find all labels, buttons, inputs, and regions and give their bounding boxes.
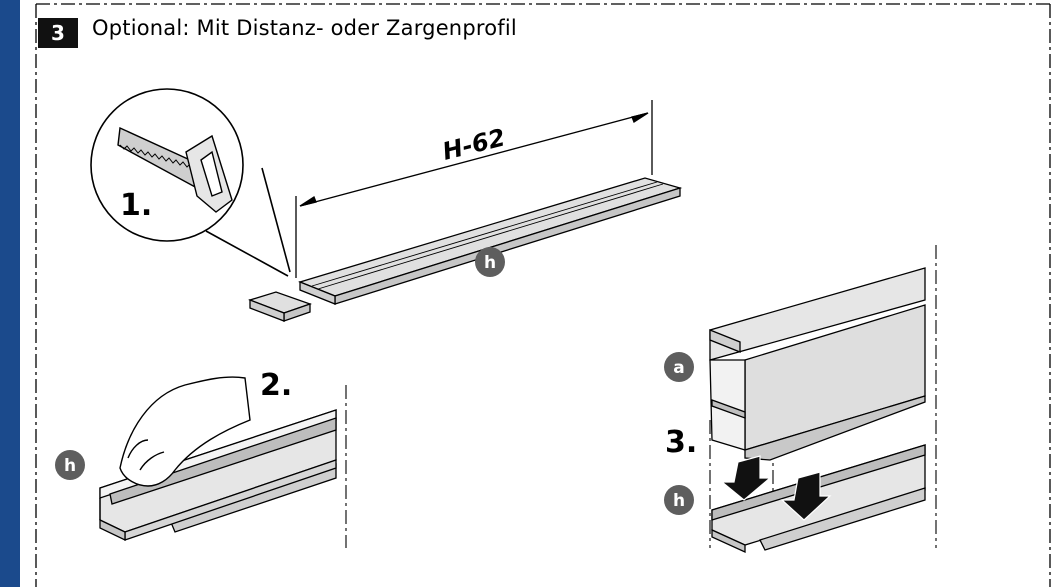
- svg-text:h: h: [64, 456, 76, 476]
- frame-profile-a: [709, 267, 926, 461]
- down-arrow-icon: [720, 455, 832, 521]
- step3-label: 3.: [665, 425, 697, 460]
- dimension-line: [295, 100, 653, 278]
- part-label-a: a: [664, 352, 694, 382]
- svg-text:h: h: [484, 253, 496, 273]
- svg-text:h: h: [673, 491, 685, 511]
- svg-text:a: a: [673, 358, 684, 378]
- step1-label: 1.: [120, 188, 152, 223]
- step-title: Optional: Mit Distanz- oder Zargenprofil: [92, 16, 517, 40]
- hand-icon: [119, 376, 251, 487]
- step2-label: 2.: [260, 368, 292, 403]
- profile-step2: [99, 409, 337, 542]
- part-label-h-left: h: [55, 450, 85, 480]
- long-profile-h: [298, 177, 683, 305]
- accent-bar: [0, 0, 20, 587]
- part-label-h-right: h: [664, 485, 694, 515]
- part-label-h-top: h: [475, 247, 505, 277]
- frame-border: [35, 3, 1051, 587]
- cut-piece: [248, 291, 312, 322]
- step-number-badge: 3: [38, 18, 78, 48]
- saw-icon: [117, 126, 233, 213]
